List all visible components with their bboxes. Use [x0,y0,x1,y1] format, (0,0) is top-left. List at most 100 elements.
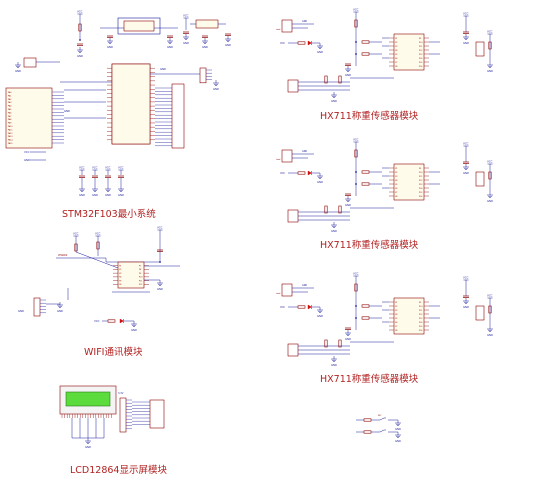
lcd-block: GND 3.3V [59,385,165,449]
resistor [361,316,370,320]
vcc-label: VCC [463,276,469,280]
resistor [361,182,370,186]
pin-label: PA14 [8,139,13,142]
pin-label: P2 [119,269,121,271]
vcc-label: VCC [487,294,493,298]
pin-label: P3 [395,46,397,48]
resistor [324,205,328,214]
vcc-label: VCC [487,160,493,164]
lcd-connector [149,399,165,429]
resistor [361,170,370,174]
pin-label: P14 [419,322,423,324]
pin-label: P12 [419,314,422,316]
vcc-label: VCC [353,138,359,142]
regulator-chip [123,20,155,32]
part-label: KEY [378,415,382,417]
resistor [354,19,358,28]
gnd-label: GND [487,333,493,337]
gnd-label: GND [57,309,63,313]
vcc-label: VCC [92,166,98,170]
resistor [354,149,358,158]
resistor [361,304,370,308]
net-3v3-label: 3.3V [118,392,124,395]
pin-label: P9 [419,38,422,40]
resistor [297,305,306,309]
pin-label: P10 [419,306,423,308]
vcc-label: VCC [280,306,285,309]
gnd-label: GND [302,20,307,23]
wire [75,251,119,269]
vcc-label: VCC [487,30,493,34]
vcc-label: VCC [79,166,85,170]
vcc-label: VCC [118,166,124,170]
gnd-label: GND [345,73,351,77]
gnd-label: GND [463,305,469,309]
pin-label: PA11 [8,128,12,131]
output-header [475,41,485,57]
hx711-chip [393,33,425,71]
gnd-label: GND [395,427,401,431]
pin-label: P2 [395,172,397,174]
led-diode [307,40,312,46]
gnd-label: GND [345,337,351,341]
wifi-esp-chip [117,261,145,289]
gnd-label: GND [157,287,163,291]
gnd-label: GND [317,314,323,318]
pin-label: P5 [119,280,121,282]
pin-label: PA0 [8,91,12,94]
gnd-label: GND [77,54,83,58]
pin-label: P9 [419,302,422,304]
gnd-label: GND [213,87,219,91]
junction-dot [355,305,357,307]
lcd-screen [65,391,111,407]
gnd-label: GND [331,363,337,367]
vcc-label: VCC [157,226,163,230]
bottom-header [287,343,299,357]
led-diode [307,304,312,310]
gnd-label: GND [107,45,113,49]
hx711-block-1: VCCLoadGNDVCCGNDGNDP1P2P3P4P5P6P7P8P9P10… [276,8,493,103]
output-header [475,171,485,187]
ldo-chip [195,19,219,29]
gnd-label: GND [487,69,493,73]
pin-label: P3 [395,176,397,178]
pin-label: P11 [419,176,422,178]
loadcell-connector [281,149,293,163]
resistor [107,319,116,323]
resistor [363,418,372,422]
loadcell-connector [281,19,293,33]
pin-label: P9 [139,273,142,275]
junction-dot [355,41,357,43]
pin-label: P16 [419,196,423,198]
resistor [361,52,370,56]
pin-label: P5 [395,54,397,56]
resistor [324,75,328,84]
pin-label: P1 [119,266,121,268]
pin-label: P7 [395,62,397,64]
pin-label: P10 [139,277,143,279]
gnd-label: GND [92,193,98,197]
stm32-mcu-outline [111,63,151,145]
gnd-label: GND [85,445,91,449]
pin-label: P7 [139,266,141,268]
pin-label: P6 [395,322,398,324]
pin-label: P8 [395,66,398,68]
pin-label: P2 [395,42,397,44]
pin-label: P11 [419,46,422,48]
gnd-label: GND [487,199,493,203]
pin-label: P15 [419,192,422,194]
junction-dot [355,171,357,173]
pin-label: P7 [395,326,397,328]
pin-label: PA3 [8,101,11,104]
hx711-block-2: VCCLoadGNDVCCGNDGNDP1P2P3P4P5P6P7P8P9P10… [276,138,493,233]
resistor [488,41,492,50]
gnd-label: GND [395,439,401,443]
pin-label: P1 [395,168,397,170]
part-label: Load [276,159,280,161]
stm32-block: VCCGNDGNDGNDVCCGNDGNDGNDGNDP1P2P3P4P5P6P… [5,10,231,197]
pin-label: P5 [395,184,397,186]
gnd-label: GND [131,328,137,332]
pin-label: P8 [395,330,398,332]
